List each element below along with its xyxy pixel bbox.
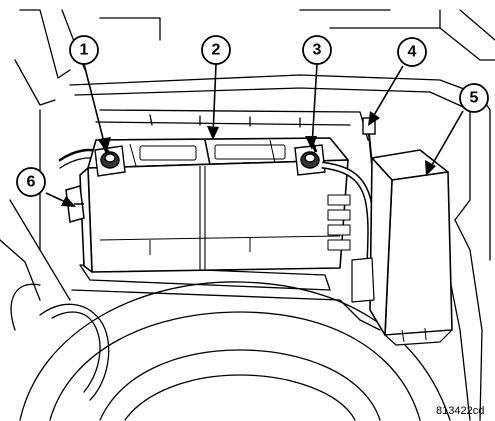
callout-4: 4 xyxy=(397,37,427,67)
callout-5: 5 xyxy=(459,83,489,113)
arrowhead-5 xyxy=(425,160,436,176)
battery xyxy=(79,137,351,273)
battery-hold-down xyxy=(65,185,85,223)
leader-line-3 xyxy=(311,63,318,147)
arrowhead-2 xyxy=(207,126,219,140)
figure-id-label: 813422cd xyxy=(436,405,484,417)
callout-number-6: 6 xyxy=(27,174,36,191)
arrowhead-6 xyxy=(61,196,76,207)
callout-3: 3 xyxy=(302,35,332,65)
callout-number-5: 5 xyxy=(470,90,479,107)
callout-leaders xyxy=(45,63,464,206)
callout-6: 6 xyxy=(16,167,46,197)
arrowhead-1 xyxy=(99,137,111,154)
leader-line-2 xyxy=(212,63,217,137)
arrowhead-3 xyxy=(305,136,317,150)
callout-2: 2 xyxy=(201,35,231,65)
leader-line-1 xyxy=(83,63,107,151)
positive-battery-terminal xyxy=(294,141,326,176)
callout-number-2: 2 xyxy=(212,42,221,59)
arrowhead-4 xyxy=(368,111,380,126)
leader-line-4 xyxy=(369,65,404,123)
leader-line-5 xyxy=(427,110,464,173)
callout-1: 1 xyxy=(69,35,99,65)
callout-arrowheads xyxy=(61,111,436,207)
callout-number-4: 4 xyxy=(408,44,417,61)
callout-number-1: 1 xyxy=(80,42,89,59)
callout-number-3: 3 xyxy=(313,42,322,59)
